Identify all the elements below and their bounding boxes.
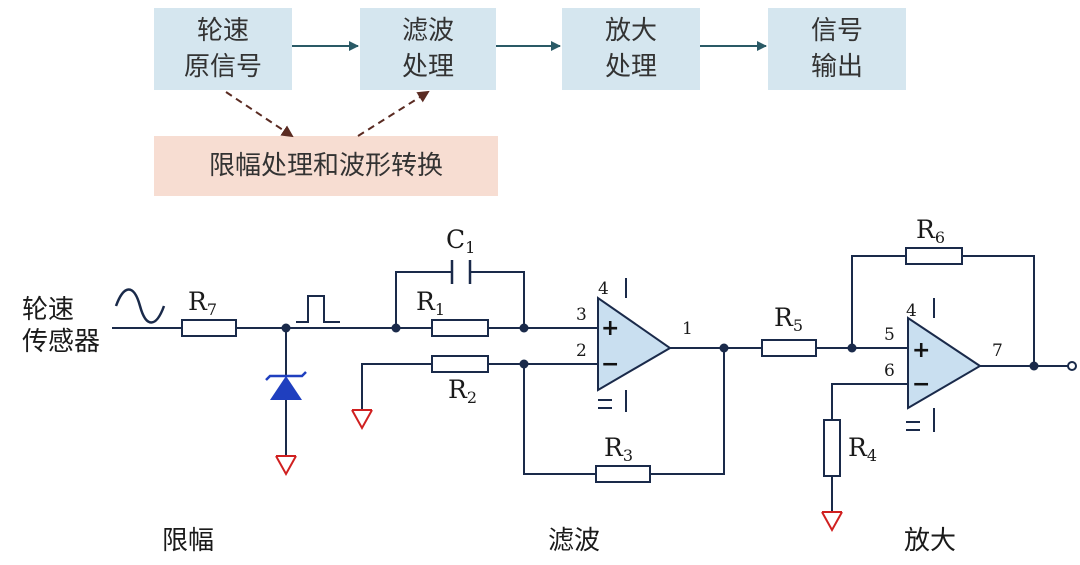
label-r5-letter: R: [774, 303, 794, 332]
label-r7: R7: [188, 287, 217, 319]
sensor-label-line1: 轮速: [22, 295, 75, 325]
block-limit-shape: 限幅处理和波形转换: [154, 136, 498, 196]
block-wheel-signal: 轮速原信号: [154, 8, 292, 90]
section-label-limit: 限幅: [162, 526, 215, 556]
op-amp-1-pin-4: 4: [598, 279, 609, 299]
block-output-line1: 信号: [810, 16, 863, 46]
block-output: 信号输出: [768, 8, 906, 90]
resistor-r3: [595, 465, 651, 483]
resistor-r7: [181, 319, 237, 337]
block-wheel-signal-line2: 原信号: [183, 52, 262, 82]
resistors: [181, 247, 963, 483]
label-r3-sub: 3: [623, 446, 633, 465]
label-r6: R6: [916, 215, 945, 247]
capacitor-c1: [450, 260, 472, 284]
op-amp-1: [597, 296, 672, 392]
block-filter-line1: 滤波: [401, 16, 454, 46]
label-c1-letter: C: [446, 225, 465, 254]
label-r7-sub: 7: [207, 300, 217, 319]
label-r6-letter: R: [916, 215, 936, 244]
section-label-filter: 滤波: [548, 526, 601, 556]
pulse-icon: [296, 295, 340, 323]
sine-wave-icon: [114, 288, 166, 324]
dashed-arrows: [225, 90, 430, 138]
resistor-r2: [431, 355, 489, 373]
label-r7-letter: R: [188, 287, 208, 316]
op-amp-1-plus: +: [601, 316, 619, 341]
label-r5: R5: [774, 303, 803, 335]
zener-diode-icon: [265, 371, 307, 400]
junction-dot: [519, 323, 529, 333]
wires: [112, 255, 1068, 512]
junction-dot: [719, 343, 729, 353]
op-amp-2-pin-5: 5: [884, 325, 895, 345]
grounds: [275, 409, 843, 533]
junction-dot: [1029, 361, 1039, 371]
ground-icon: [275, 455, 297, 477]
label-r4: R4: [848, 433, 877, 465]
op-amp-2-pin-4: 4: [906, 301, 917, 321]
block-filter-line2: 处理: [401, 52, 454, 82]
resistor-r5: [761, 339, 817, 357]
junction-dot: [519, 359, 529, 369]
op-amp-1-pin-1: 1: [682, 319, 693, 339]
op-amp-2-minus: −: [912, 372, 930, 397]
output-terminal: [1067, 361, 1077, 371]
resistor-r4: [823, 419, 841, 477]
dashed-arrow-signal-to-limit: [225, 91, 294, 138]
label-r4-letter: R: [848, 433, 868, 462]
label-r6-sub: 6: [935, 228, 945, 247]
label-r1: R1: [416, 287, 445, 319]
supply-markers: [598, 399, 920, 431]
junctions: [281, 323, 1039, 371]
block-amplify: 放大处理: [562, 8, 700, 90]
sensor-label: 轮速 传感器: [22, 294, 100, 358]
op-amp-1-pin-2: 2: [576, 341, 587, 361]
resistor-r1: [431, 319, 489, 337]
sensor-label-line2: 传感器: [22, 327, 101, 357]
label-r3: R3: [604, 433, 633, 465]
op-amp-1-minus: −: [601, 352, 619, 377]
junction-dot: [847, 343, 857, 353]
op-amp-2-pin-7: 7: [992, 341, 1003, 361]
label-r2: R2: [448, 375, 477, 407]
ground-icon: [821, 511, 843, 533]
block-filter: 滤波处理: [360, 8, 496, 90]
section-label-amplify: 放大: [904, 526, 957, 556]
block-wheel-signal-line1: 轮速: [196, 16, 249, 46]
junction-dot: [391, 323, 401, 333]
label-r1-letter: R: [416, 287, 436, 316]
block-amplify-line1: 放大: [604, 16, 657, 46]
label-r2-letter: R: [448, 375, 468, 404]
label-r4-sub: 4: [867, 446, 877, 465]
resistor-r6: [905, 247, 963, 265]
ground-icon: [351, 409, 373, 431]
op-amp-2: [907, 316, 982, 410]
label-r1-sub: 1: [435, 300, 445, 319]
block-output-line2: 输出: [810, 52, 863, 82]
op-amp-2-pin-6: 6: [884, 361, 895, 381]
label-c1: C1: [446, 225, 475, 257]
block-amplify-line2: 处理: [604, 52, 657, 82]
block-limit-shape-label: 限幅处理和波形转换: [208, 151, 443, 181]
junction-dot: [281, 323, 291, 333]
op-amp-2-plus: +: [912, 338, 930, 363]
label-r5-sub: 5: [793, 316, 803, 335]
label-c1-sub: 1: [465, 238, 475, 257]
label-r2-sub: 2: [467, 388, 477, 407]
dashed-arrow-limit-to-filter: [357, 90, 430, 137]
label-r3-letter: R: [604, 433, 624, 462]
op-amp-1-pin-3: 3: [576, 305, 587, 325]
